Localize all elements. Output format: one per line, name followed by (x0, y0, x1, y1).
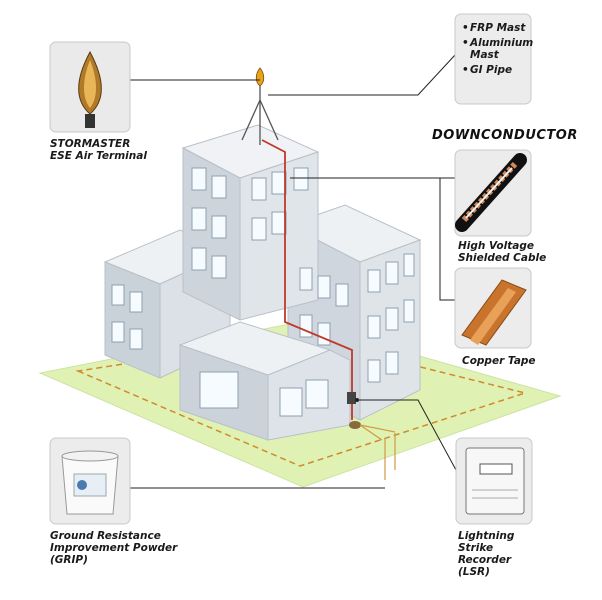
lsr-label: Lightning Strike Recorder (LSR) (458, 530, 515, 578)
downconductor-line (261, 139, 353, 420)
building (103, 124, 422, 441)
copper-tape-label: Copper Tape (462, 355, 536, 367)
mast-option: Aluminium Mast (462, 37, 533, 61)
grip-bucket-icon (49, 437, 131, 525)
downconductor-heading: DOWNCONDUCTOR (432, 128, 578, 143)
leader-lines (130, 54, 457, 489)
ese-air-terminal-icon (49, 41, 131, 133)
air-terminal-label: STORMASTER ESE Air Terminal (50, 138, 147, 162)
copper-tape-icon (454, 267, 532, 349)
roof-mast (241, 67, 279, 145)
mast-options-list: FRP Mast Aluminium Mast GI Pipe (462, 22, 533, 79)
mast-option: FRP Mast (462, 22, 532, 34)
hv-cable-icon (454, 149, 532, 237)
cable-label: High Voltage Shielded Cable (458, 240, 547, 264)
mast-option: GI Pipe (462, 64, 532, 76)
earth-electrodes (359, 424, 396, 480)
earth-pit (349, 421, 361, 429)
grip-label: Ground Resistance Improvement Powder (GR… (50, 530, 178, 566)
strike-counter-box (347, 392, 356, 404)
lsr-counter-icon (455, 437, 533, 525)
